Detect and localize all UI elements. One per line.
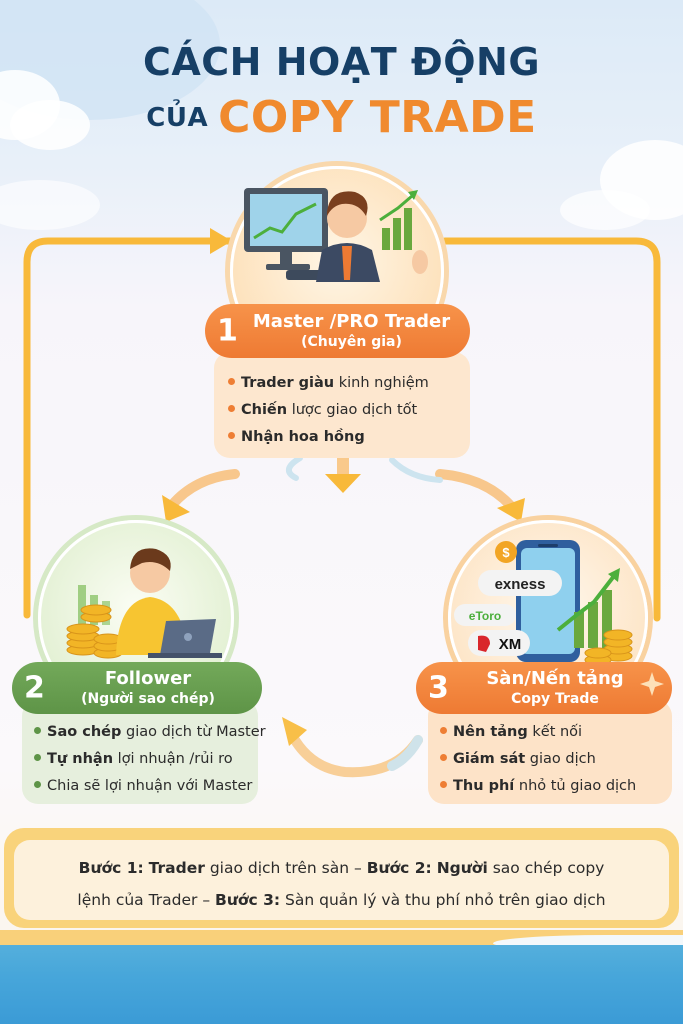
list-item: Nên tảng kết nối [440, 719, 636, 746]
bullet-icon [34, 754, 41, 761]
list-item: Chiến lược giao dịch tốt [228, 397, 429, 424]
summary-line-1: Bước 1: Trader giao dịch trên sàn – Bước… [78, 859, 605, 877]
step-title: Master /PRO Trader [252, 311, 451, 332]
svg-text:exness: exness [495, 576, 546, 593]
page-title-line2: CỦA COPY TRADE [0, 92, 683, 143]
list-item: Thu phí nhỏ tủ giao dịch [440, 773, 636, 800]
list-item: Nhận hoa hồng [228, 424, 429, 451]
bullet-icon [34, 781, 41, 788]
bullet-icon [440, 727, 447, 734]
step-subtitle: Copy Trade [511, 691, 599, 707]
follower-icon [66, 548, 222, 659]
summary-text: Bước 1: Trader giao dịch trên sàn – Bước… [14, 852, 669, 916]
master-trader-card [214, 352, 470, 458]
svg-text:eToro: eToro [469, 609, 501, 623]
svg-text:$: $ [502, 545, 510, 560]
step-subtitle: (Người sao chép) [81, 691, 215, 707]
title-main: COPY TRADE [218, 92, 537, 143]
step-title: Sàn/Nến tảng [486, 668, 624, 689]
bullet-icon [34, 727, 41, 734]
summary-line-2: lệnh của Trader – Bước 3: Sàn quản lý và… [77, 891, 606, 909]
follower-list: Sao chép giao dịch từ Master Tự nhận lợi… [34, 719, 266, 800]
list-item: Chia sẽ lợi nhuận với Master [34, 773, 266, 800]
platform-list: Nên tảng kết nối Giám sát giao dịch Thu … [440, 719, 636, 800]
follower-header: 2 Follower (Người sao chép) [12, 662, 262, 714]
platform-icon: $ exness eToro XM [454, 540, 633, 666]
bullet-icon [228, 378, 235, 385]
list-item: Tự nhận lợi nhuận /rủi ro [34, 746, 266, 773]
svg-text:XM: XM [499, 636, 522, 653]
step-subtitle: (Chuyên gia) [301, 334, 402, 350]
master-trader-header: 1 Master /PRO Trader (Chuyên gia) [205, 304, 470, 358]
summary-panel [14, 840, 669, 920]
list-item: Sao chép giao dịch từ Master [34, 719, 266, 746]
page-title-line1: CÁCH HOẠT ĐỘNG [142, 40, 541, 84]
bullet-icon [440, 754, 447, 761]
bullet-icon [228, 405, 235, 412]
sparkle-icon [640, 672, 664, 696]
cloud-left-2 [10, 100, 90, 150]
follower-card [22, 700, 258, 804]
step-title: Follower [104, 668, 192, 689]
step-number: 2 [24, 670, 45, 706]
title-prefix: CỦA [146, 103, 209, 133]
step-number: 1 [217, 313, 238, 349]
bullet-icon [440, 781, 447, 788]
sea-background [0, 945, 683, 1024]
platform-card [428, 700, 672, 804]
bullet-icon [228, 432, 235, 439]
trader-icon [244, 188, 428, 282]
cloud-left-3 [0, 180, 100, 230]
list-item: Giám sát giao dịch [440, 746, 636, 773]
list-item: Trader giàu kinh nghiệm [228, 370, 429, 397]
cloud-right-2 [560, 190, 650, 230]
step-number: 3 [428, 670, 449, 706]
platform-header: 3 Sàn/Nến tảng Copy Trade [416, 662, 672, 714]
master-trader-list: Trader giàu kinh nghiệm Chiến lược giao … [228, 370, 429, 451]
